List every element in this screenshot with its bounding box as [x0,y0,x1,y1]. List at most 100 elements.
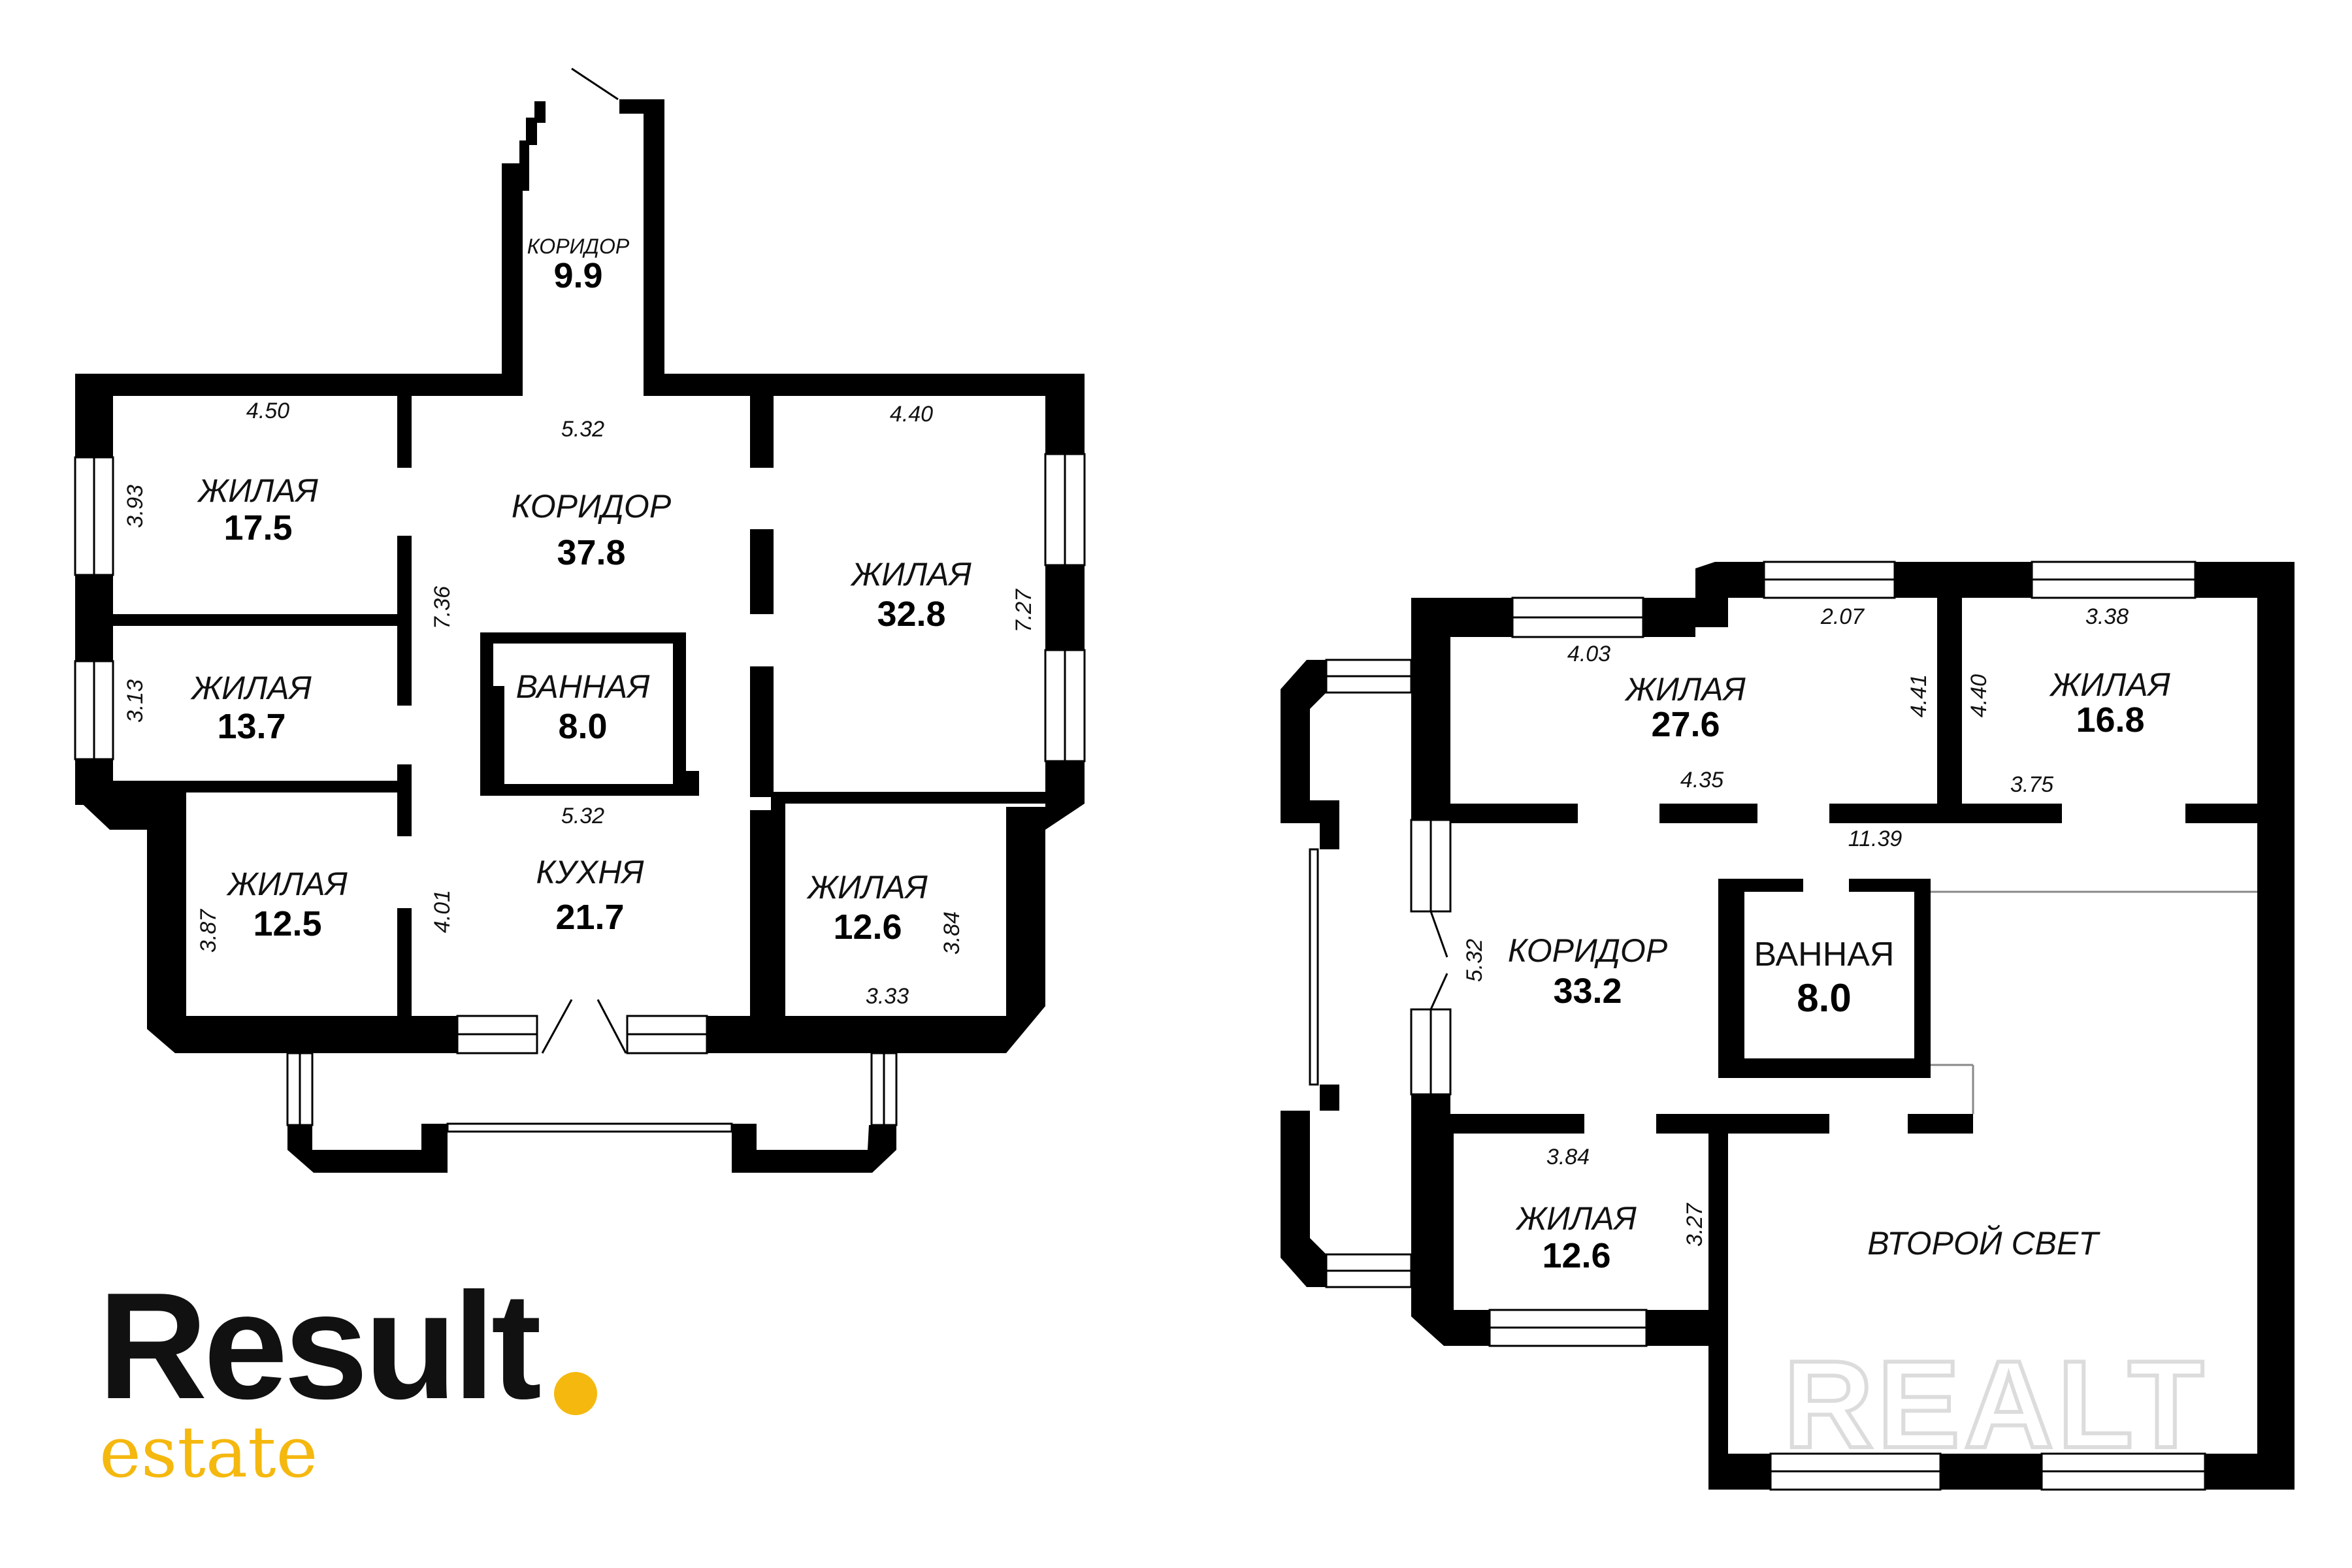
f1-bottom-left-fill [147,1016,457,1053]
room-area: 37.8 [557,533,625,572]
room-label: ВАННАЯ [1754,936,1895,973]
f1-terrace-rail [446,1122,733,1133]
f2-balcony-rail [1309,848,1319,1086]
dimension-label: 3.13 [123,679,148,723]
f1-wall-v2a [750,396,774,468]
f1-terrace-right [732,1124,896,1173]
f2-left-wall-top [1411,598,1450,820]
dimension-label: 3.93 [123,485,148,528]
f2-wall-mid-a [1450,1114,1584,1134]
f2-wall-mid-c [1908,1114,1973,1134]
entry-door-line [571,67,619,101]
dimension-label: 5.32 [1462,939,1487,982]
room-area: 33.2 [1553,972,1622,1011]
f1-wall-lower-left [113,781,400,792]
f2-balcony-lower [1281,1085,1339,1287]
f2-bathroom-walls [1718,879,1931,1078]
f2-wall-bottom-e [2185,804,2257,823]
dimension-label: 5.32 [561,804,604,828]
f2-top-wall-mid [1493,598,1512,637]
room-label: ЖИЛАЯ [849,556,972,593]
entry-right-cap [619,99,664,114]
room-label: КОРИДОР [527,235,630,258]
f1-right-corner [1006,792,1085,830]
room-area: 27.6 [1651,705,1720,744]
f2-wall-v-bed [1937,598,1962,804]
f2-lower-room-bottom-right [1646,1310,1728,1346]
dimension-label: 3.27 [1682,1203,1707,1247]
room-label: КОРИДОР [1508,932,1668,969]
room-label: ЖИЛАЯ [225,866,348,902]
realt-watermark: REALT [1784,1335,2208,1474]
f2-top-mid-cap [1937,562,1962,598]
f1-wall-v3 [771,792,785,1039]
f1-wall-v2d [750,810,774,1039]
dimension-label: 3.84 [1546,1145,1590,1169]
f2-wall-bottom-d [1962,804,2062,823]
kitchen-door-line-2 [596,999,627,1054]
room-label: КУХНЯ [536,854,645,890]
dimension-label: 7.27 [1011,589,1036,632]
dimension-label: 4.50 [246,399,289,423]
kitchen-door-line-1 [541,999,573,1054]
room-label: ЖИЛАЯ [1624,671,1746,708]
room-label: КОРИДОР [512,488,672,525]
f2-lower-left-room [1411,1134,1490,1346]
dimension-label: 7.36 [430,586,455,629]
dimension-label: 4.41 [1906,674,1931,717]
f2-top-wall-right1 [1895,562,2032,598]
f2-top-step [1695,562,1764,627]
f1-wall-v1d [397,908,412,1039]
brand-logo-text: Result [98,1262,542,1431]
dimension-label: 11.39 [1848,826,1903,851]
brand-logo-dot [554,1372,597,1415]
f2-top-wall-mid2 [1643,598,1695,637]
f2-door-line-1 [1429,911,1448,958]
room-area: 12.6 [833,907,902,947]
f2-wall-bottom-c [1829,804,1963,823]
f1-wall-v1a [397,396,412,468]
f2-left-wall-bottom [1411,1094,1450,1316]
floor-1-plan: КОРИДОР 9.9 ЖИЛАЯ 17.5 КОРИДОР 37.8 ЖИЛА… [74,67,1086,1173]
f1-wall-v2b [750,529,774,614]
dimension-label: 4.40 [1967,674,1991,717]
room-label: ЖИЛАЯ [189,670,312,706]
f1-wall-v1c [397,764,412,836]
room-label: ЖИЛАЯ [1514,1200,1637,1237]
f2-right-wall [2257,562,2295,1490]
dimension-label: 3.84 [939,911,964,955]
room-label: ВАННАЯ [516,668,651,705]
room-area: 32.8 [877,595,945,634]
room-label: ВТОРОЙ СВЕТ [1867,1225,2100,1262]
dimension-label: 3.38 [2085,604,2129,629]
room-area: 8.0 [558,707,607,746]
f1-wall-v1b [397,536,412,706]
room-area: 16.8 [2076,700,2144,740]
f1-bathroom-walls [480,632,699,796]
dimension-label: 2.07 [1820,604,1865,629]
dimension-label: 5.32 [561,417,604,442]
f1-wall-kitchen-right [774,792,1045,804]
f1-wall-v2c [750,666,774,797]
f2-wall-mid-b [1656,1114,1829,1134]
dimension-label: 4.40 [890,402,933,427]
f1-top-wall-right [644,374,1085,396]
dimension-label: 4.01 [430,890,455,933]
room-label: ЖИЛАЯ [196,472,318,509]
f2-door-line-2 [1429,973,1448,1010]
entry-right-wall [644,99,664,374]
dimension-label: 3.75 [2010,772,2053,797]
room-area: 8.0 [1797,976,1851,1020]
room-label: ЖИЛАЯ [2048,666,2170,703]
dimension-label: 4.03 [1567,642,1610,666]
f2-wall-bottom-a [1450,804,1578,823]
floor-2-plan: ЖИЛАЯ 27.6 ЖИЛАЯ 16.8 КОРИДОР 33.2 ВАННА… [1281,561,2295,1491]
f1-wall-between-bedrooms [113,614,400,626]
f1-top-wall-left [75,374,523,396]
room-area: 12.6 [1542,1236,1610,1275]
room-area: 21.7 [555,898,624,937]
room-label: ЖИЛАЯ [806,869,928,906]
brand-tagline: estate [99,1412,318,1494]
room-area: 12.5 [253,904,321,943]
